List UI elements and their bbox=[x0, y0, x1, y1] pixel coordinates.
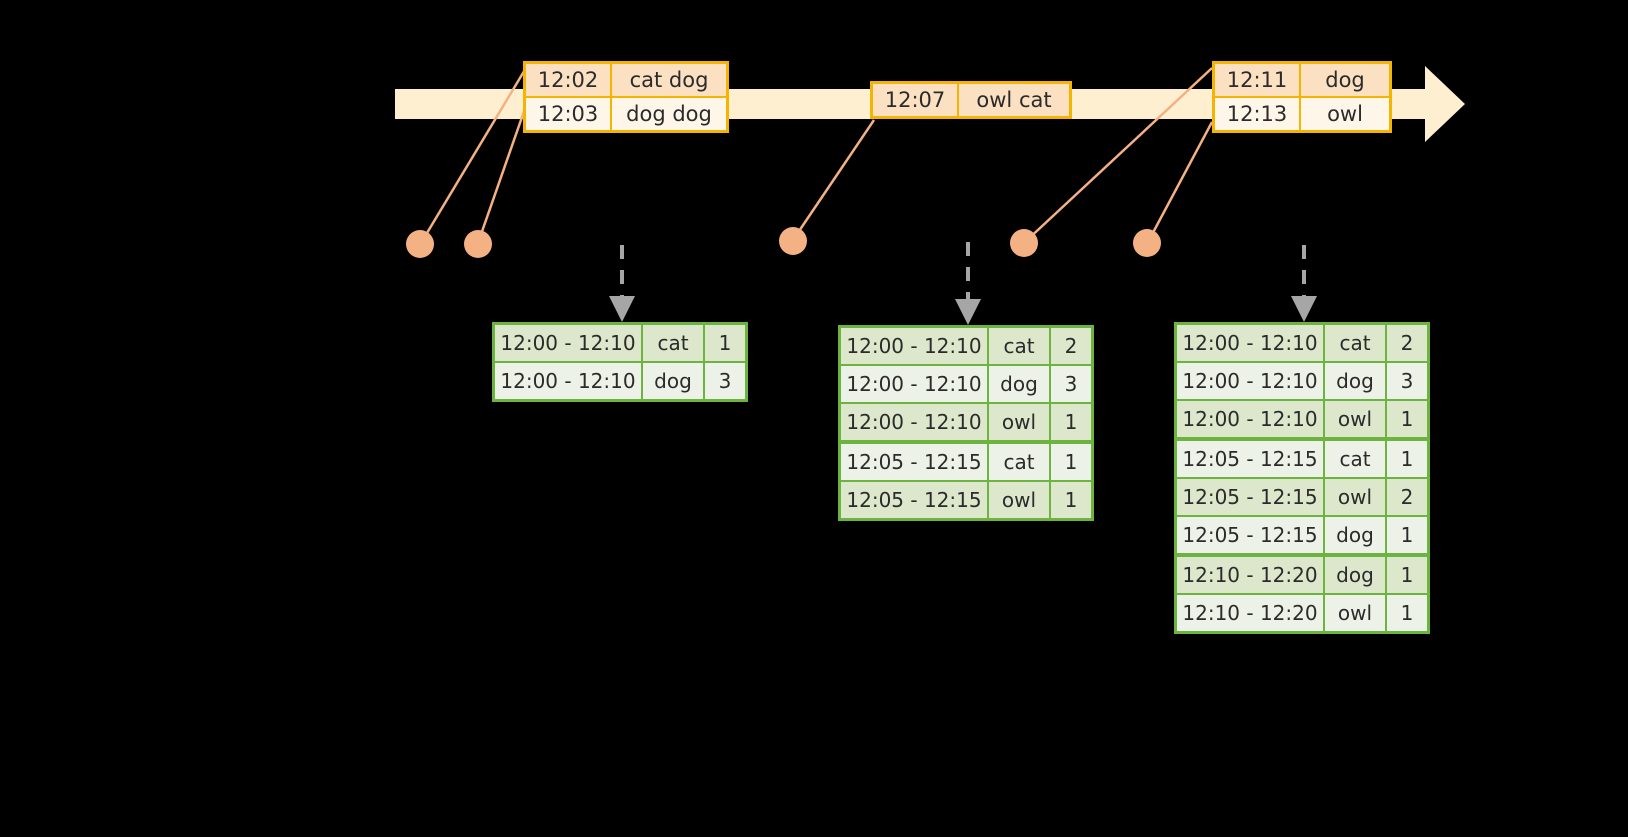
emit-arrows bbox=[609, 242, 1317, 325]
count-cell: 2 bbox=[1387, 479, 1427, 515]
event-value: owl bbox=[1301, 98, 1389, 130]
event-row: 12:11 dog bbox=[1215, 64, 1389, 96]
window-cell: 12:00 - 12:10 bbox=[1177, 401, 1325, 437]
window-cell: 12:00 - 12:10 bbox=[841, 366, 989, 402]
window-cell: 12:05 - 12:15 bbox=[841, 482, 989, 518]
key-cell: owl bbox=[989, 404, 1051, 440]
count-cell: 1 bbox=[1387, 557, 1427, 593]
event-dot-1202 bbox=[406, 230, 434, 258]
window-cell: 12:00 - 12:10 bbox=[1177, 363, 1325, 399]
event-time: 12:07 bbox=[873, 84, 959, 116]
key-cell: owl bbox=[1325, 401, 1387, 437]
key-cell: dog bbox=[1325, 363, 1387, 399]
count-cell: 1 bbox=[1387, 401, 1427, 437]
window-cell: 12:05 - 12:15 bbox=[841, 444, 989, 480]
event-row: 12:07 owl cat bbox=[873, 84, 1069, 116]
key-cell: dog bbox=[989, 366, 1051, 402]
count-cell: 1 bbox=[1387, 595, 1427, 631]
key-cell: cat bbox=[989, 328, 1051, 364]
event-value: owl cat bbox=[959, 84, 1069, 116]
event-dot-1203 bbox=[464, 230, 492, 258]
count-cell: 1 bbox=[1051, 482, 1091, 518]
count-cell: 2 bbox=[1387, 325, 1427, 361]
event-value: dog bbox=[1301, 64, 1389, 96]
window-cell: 12:00 - 12:10 bbox=[841, 404, 989, 440]
window-cell: 12:10 - 12:20 bbox=[1177, 595, 1325, 631]
key-cell: dog bbox=[1325, 517, 1387, 553]
count-cell: 1 bbox=[1387, 441, 1427, 477]
window-cell: 12:00 - 12:10 bbox=[495, 363, 643, 399]
key-cell: owl bbox=[1325, 595, 1387, 631]
window-cell: 12:00 - 12:10 bbox=[495, 325, 643, 361]
window-cell: 12:05 - 12:15 bbox=[1177, 517, 1325, 553]
event-group-3: 12:11 dog 12:13 owl bbox=[1212, 61, 1392, 133]
count-cell: 1 bbox=[1051, 404, 1091, 440]
event-row: 12:03 dog dog bbox=[526, 96, 726, 130]
key-cell: owl bbox=[989, 482, 1051, 518]
event-time: 12:11 bbox=[1215, 64, 1301, 96]
window-cell: 12:05 - 12:15 bbox=[1177, 441, 1325, 477]
event-time: 12:13 bbox=[1215, 98, 1301, 130]
count-cell: 3 bbox=[705, 363, 745, 399]
key-cell: cat bbox=[643, 325, 705, 361]
key-cell: owl bbox=[1325, 479, 1387, 515]
event-group-1: 12:02 cat dog 12:03 dog dog bbox=[523, 61, 729, 133]
window-cell: 12:05 - 12:15 bbox=[1177, 479, 1325, 515]
key-cell: dog bbox=[643, 363, 705, 399]
event-value: cat dog bbox=[612, 64, 726, 96]
window-cell: 12:00 - 12:10 bbox=[1177, 325, 1325, 361]
event-dot-1207 bbox=[779, 227, 807, 255]
count-cell: 1 bbox=[1051, 444, 1091, 480]
event-row: 12:02 cat dog bbox=[526, 64, 726, 96]
window-cell: 12:00 - 12:10 bbox=[841, 328, 989, 364]
event-dots bbox=[406, 227, 1161, 258]
count-cell: 1 bbox=[1387, 517, 1427, 553]
event-dot-1211 bbox=[1010, 229, 1038, 257]
count-cell: 3 bbox=[1387, 363, 1427, 399]
key-cell: cat bbox=[989, 444, 1051, 480]
key-cell: cat bbox=[1325, 325, 1387, 361]
event-dot-1213 bbox=[1133, 229, 1161, 257]
count-cell: 3 bbox=[1051, 366, 1091, 402]
event-time: 12:02 bbox=[526, 64, 612, 96]
key-cell: dog bbox=[1325, 557, 1387, 593]
event-value: dog dog bbox=[612, 98, 726, 130]
key-cell: cat bbox=[1325, 441, 1387, 477]
event-row: 12:13 owl bbox=[1215, 96, 1389, 130]
count-cell: 2 bbox=[1051, 328, 1091, 364]
event-group-2: 12:07 owl cat bbox=[870, 81, 1072, 119]
window-cell: 12:10 - 12:20 bbox=[1177, 557, 1325, 593]
count-cell: 1 bbox=[705, 325, 745, 361]
event-time: 12:03 bbox=[526, 98, 612, 130]
